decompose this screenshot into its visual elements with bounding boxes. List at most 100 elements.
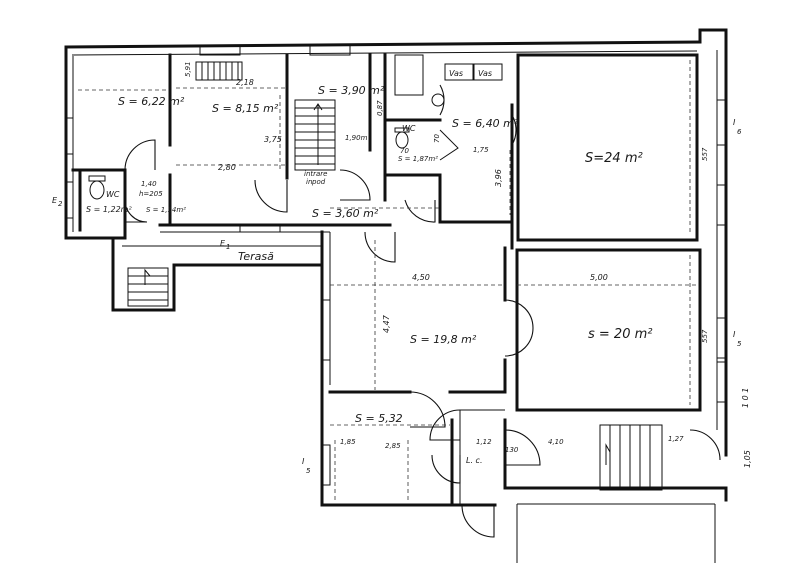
wall-left-outer	[64, 45, 127, 240]
dimension-lines	[78, 60, 697, 500]
vas2-box	[473, 63, 503, 81]
window-right-3	[716, 317, 727, 359]
room-area-label: S = 5,32	[355, 412, 403, 425]
stair-flight-top	[195, 61, 243, 81]
stair-flight-attic	[294, 99, 336, 171]
dimension-label: 557	[701, 147, 709, 161]
door-room1	[124, 139, 156, 171]
stairs-terrace	[127, 267, 169, 307]
stair-arrow-bottom	[605, 443, 611, 465]
window-top-3	[394, 54, 424, 96]
door-room5	[511, 114, 517, 146]
door-room10	[364, 231, 396, 263]
wall-right-top-return	[698, 28, 728, 44]
wc-left-label: WC	[106, 190, 120, 199]
room-area-label: S = 8,15 m²	[212, 102, 279, 115]
dimension-label: 4,47	[382, 314, 391, 333]
window-left-1	[65, 117, 74, 155]
stairs-bottom-right	[599, 424, 663, 491]
wall-top-outer	[64, 40, 702, 49]
elevation-marker-sub: 2	[58, 200, 63, 208]
dimension-label: 5,00	[590, 273, 608, 282]
stair-flight-terrace	[127, 267, 169, 307]
dimension-label: 4,10	[548, 438, 564, 446]
doors	[124, 84, 721, 538]
toilet-right-icon	[395, 131, 409, 149]
vas2-label: Vas	[478, 69, 492, 78]
door-lc-3	[504, 429, 541, 466]
dimension-label: 557	[701, 329, 709, 343]
elevation-marker-sub: 1	[226, 243, 230, 251]
wall-bottom-right	[503, 486, 728, 502]
dimension-label: 3,96	[494, 169, 503, 187]
door-stairwell	[339, 169, 371, 201]
lc-label: L. c.	[466, 456, 482, 465]
door-room2	[254, 179, 288, 213]
door-double-room11	[504, 299, 534, 357]
window-top-1	[199, 44, 241, 56]
window-right-1	[716, 99, 727, 146]
door-bottom-exit	[461, 504, 495, 538]
window-bottom-left	[321, 444, 331, 486]
room-area-label: S=24 m²	[585, 151, 643, 166]
misc-labels: WC WC Terasă intrare in pod L. c. Vas Va…	[52, 69, 742, 475]
toilet-left-icon	[89, 180, 105, 200]
door-room4	[404, 199, 436, 223]
room-area-label: S = 3,90 m²	[318, 84, 385, 97]
window-top-2	[309, 44, 351, 56]
room-area-label: S = 1,22m²	[86, 205, 132, 214]
wall-hall-right	[438, 173, 514, 224]
windows	[65, 44, 727, 486]
toilet-right-tank	[394, 127, 410, 133]
stair-arrow-attic	[313, 103, 323, 165]
height-label: h=205	[139, 190, 163, 198]
sink-icon	[431, 93, 445, 107]
vas1-label: Vas	[449, 69, 463, 78]
wall-terrace	[111, 236, 324, 312]
room-area-label: S = 1,14m²	[146, 206, 186, 214]
dimension-label: 1,90m	[345, 134, 368, 142]
wall-lc-box	[458, 418, 507, 507]
section-marker-sub: 5	[306, 467, 311, 475]
dimension-label: 70	[433, 134, 441, 143]
walls	[64, 28, 728, 563]
dimension-label: 5,91	[184, 61, 192, 77]
dimension-label: 0,87	[376, 100, 384, 116]
dimension-label: 130	[505, 446, 519, 454]
attic-entry-label: pod	[311, 178, 326, 186]
door-wc-right	[439, 84, 445, 116]
fixtures	[88, 63, 503, 200]
cabinet-right-outline	[439, 129, 459, 161]
toilet-left-tank	[88, 175, 106, 182]
dimension-label: 1,05	[743, 450, 752, 468]
vas1-box	[444, 63, 474, 81]
section-marker-sub: 6	[737, 128, 742, 136]
window-terrace	[239, 224, 281, 233]
room-area-label: S = 1,87m²	[398, 155, 438, 163]
window-right-2	[716, 184, 727, 226]
wc-right-label: WC	[402, 124, 416, 133]
stair-arrow-terrace	[144, 268, 151, 285]
dimension-label: 1,85	[340, 438, 356, 446]
window-central-left	[321, 299, 331, 361]
window-right-4	[716, 361, 727, 403]
stairs-attic	[294, 99, 336, 171]
room-labels: S = 6,22 m² S = 8,15 m² S = 3,90 m² S = …	[86, 84, 652, 425]
window-left-2	[65, 181, 74, 219]
wall-wc-block	[78, 168, 127, 240]
attic-entry-label: in	[306, 178, 312, 186]
room-area-label: S = 3,60 m²	[312, 207, 379, 220]
elevation-marker: E	[52, 196, 58, 205]
dimension-label: 3,75	[264, 135, 282, 144]
room-area-label: S = 6,40 m²	[452, 117, 519, 130]
wall-room11-box	[515, 248, 702, 412]
section-marker: I	[733, 330, 736, 339]
room-area-label: S = 6,22 m²	[118, 95, 185, 108]
door-lc-2	[431, 454, 461, 484]
room-area-label: s = 20 m²	[588, 327, 652, 342]
section-marker-sub: 5	[737, 340, 742, 348]
dimension-labels: 2,18 5,91 3,75 2,80 0,87 1,90m 70 70 1,7…	[141, 61, 752, 468]
section-marker: I	[733, 118, 736, 127]
